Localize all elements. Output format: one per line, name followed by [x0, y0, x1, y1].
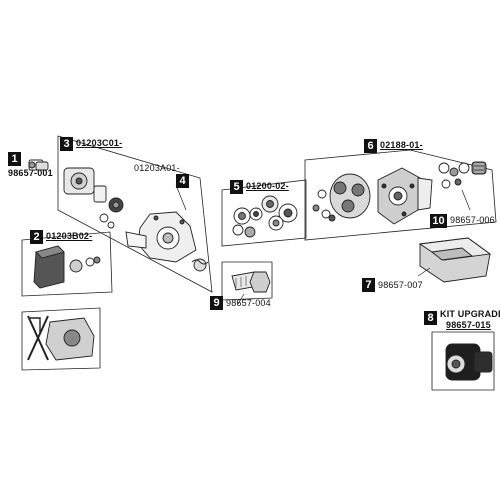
- panel-switch: [21, 231, 113, 297]
- part-7-mounting-base: [418, 237, 492, 283]
- part-5-valves: [232, 195, 298, 238]
- leader-7: [417, 267, 431, 277]
- code-98657-007: 98657-007: [378, 280, 423, 290]
- code-01203a01: 01203A01-: [134, 163, 180, 173]
- part-6-pump-body: [312, 167, 433, 225]
- code-02188-01: 02188-01-: [380, 140, 423, 150]
- panel-wiring: [21, 307, 101, 371]
- code-98657-015: 98657-015: [446, 320, 491, 330]
- kit-upgrade-title: KIT UPGRADE: [440, 309, 500, 319]
- leader-4: [175, 184, 187, 211]
- part-1-fitting: [28, 159, 49, 171]
- badge-4: 4: [176, 174, 189, 188]
- leader-9: [237, 293, 245, 305]
- part-wiring-harness: [27, 315, 95, 361]
- part-3-diaphragm: [63, 167, 124, 229]
- part-9-fitting: [231, 271, 271, 293]
- code-01203c01: 01203C01-: [76, 138, 123, 148]
- badge-3: 3: [60, 137, 73, 151]
- panel-pump-body: [304, 149, 497, 241]
- badge-10: 10: [430, 214, 447, 228]
- badge-8: 8: [424, 311, 437, 325]
- badge-7: 7: [362, 278, 375, 292]
- panel-kit-upgrade: [431, 331, 495, 391]
- code-98657-006: 98657-006: [450, 215, 495, 225]
- code-98657-004: 98657-004: [226, 298, 271, 308]
- code-01203b02: 01203B02-: [46, 231, 93, 241]
- part-10-fittings: [438, 161, 487, 189]
- code-98657-001: 98657-001: [8, 168, 53, 178]
- code-01200-02: 01200-02-: [246, 181, 289, 191]
- panel-valves: [221, 179, 307, 247]
- part-8-kit-upgrade: [445, 343, 493, 381]
- badge-2: 2: [30, 230, 43, 244]
- panel-pump-head: [57, 135, 213, 293]
- badge-5: 5: [230, 180, 243, 194]
- badge-1: 1: [8, 152, 21, 166]
- part-2-switch: [33, 245, 101, 289]
- panel-fittings: [221, 261, 273, 301]
- badge-9: 9: [210, 296, 223, 310]
- leader-10: [461, 189, 471, 211]
- badge-6: 6: [364, 139, 377, 153]
- part-4-pump-housing: [125, 211, 209, 272]
